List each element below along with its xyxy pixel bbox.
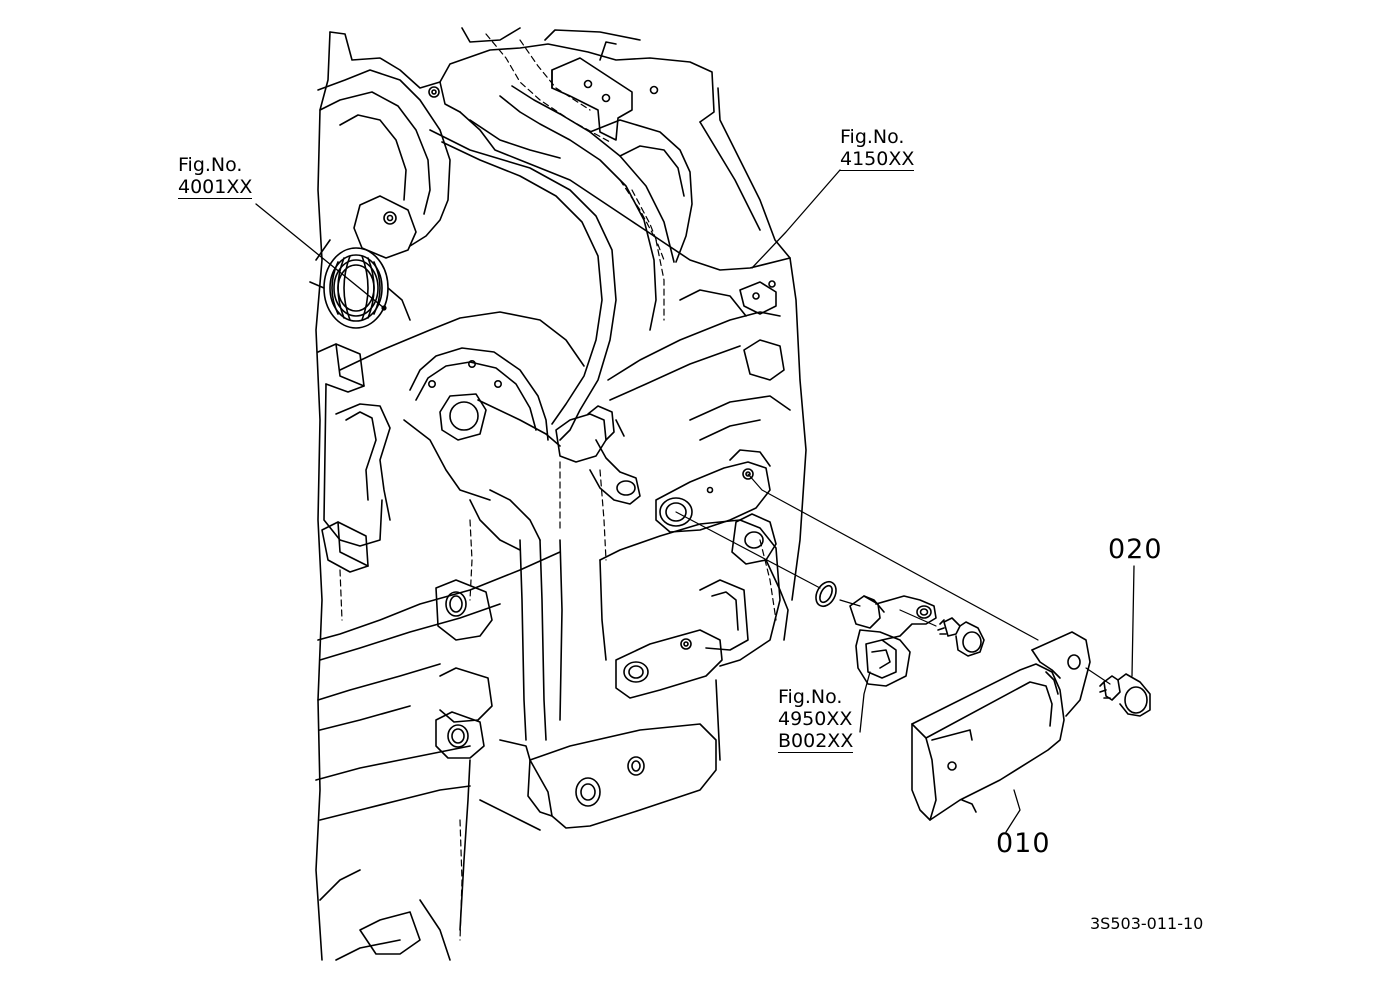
callout-fig-4001xx: Fig.No. 4001XX [178,154,253,199]
part-number-020: 020 [1108,534,1163,565]
callout-caption: Fig.No. [178,154,243,176]
drawing-code: 3S503-011-10 [1090,914,1204,933]
o-ring [815,580,837,608]
callout-figure-number: 4001XX [178,176,253,199]
part-010-sensor-cover [911,631,1091,821]
transmission-housing [309,27,807,961]
assembly-lines [675,473,1111,685]
callout-fig-4150xx: Fig.No. 4150XX [840,126,915,171]
bolt [937,617,985,657]
part-020-bolt [1099,673,1151,717]
callout-caption: Fig.No. [840,126,905,148]
leader-lines [255,169,1135,833]
callout-figure-number: 4950XX [778,708,853,730]
callout-figure-number: B002XX [778,730,854,753]
speed-sensor [849,595,937,687]
part-number-010: 010 [996,828,1051,859]
hidden-lines [339,33,777,941]
callout-figure-number: 4150XX [840,148,915,171]
callout-caption: Fig.No. [778,686,843,708]
callout-fig-4950xx-b002xx: Fig.No. 4950XX B002XX [778,686,854,753]
